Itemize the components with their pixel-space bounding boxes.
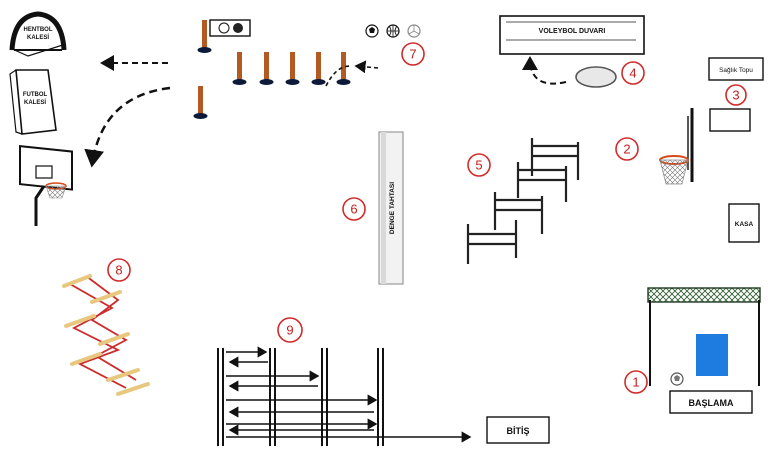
svg-text:6: 6 xyxy=(350,202,357,217)
football-label-2: KALESİ xyxy=(24,99,46,106)
cone-icon xyxy=(259,52,274,85)
hoop-icon xyxy=(19,144,73,226)
basketball-icon xyxy=(233,23,243,33)
football-goal: FUTBOL KALESİ xyxy=(9,69,57,135)
hurdle-icon xyxy=(516,162,568,202)
station-number-1: 1 xyxy=(624,370,648,394)
station-number-4: 4 xyxy=(621,61,645,85)
station-number-7: 7 xyxy=(401,42,425,66)
cone-slalom xyxy=(193,20,379,119)
start-box: BAŞLAMA xyxy=(669,390,753,414)
football-label-1: FUTBOL xyxy=(23,92,48,98)
svg-text:9: 9 xyxy=(286,323,293,338)
vault-label: KASA xyxy=(735,221,754,228)
balance-beam: DENGE TAHTASI xyxy=(378,131,404,285)
station-number-6: 6 xyxy=(342,197,366,221)
volleyball-wall-label: VOLEYBOL DUVARI xyxy=(539,28,606,35)
start-mat xyxy=(696,334,728,376)
target-mat xyxy=(575,66,617,88)
path-arrow-curve xyxy=(84,86,171,168)
handball-label-2: KALESİ xyxy=(27,34,49,41)
start-goal-net xyxy=(647,287,761,386)
cone-icon xyxy=(197,20,212,53)
station-number-9: 9 xyxy=(277,317,303,343)
finish-label: BİTİŞ xyxy=(506,426,529,436)
vault-box: KASA xyxy=(728,203,760,243)
hurdles xyxy=(466,138,580,264)
path-arrow-wall xyxy=(522,56,567,85)
finish-box: BİTİŞ xyxy=(486,416,550,444)
cone-icon xyxy=(336,52,351,85)
soccer-ball-icon xyxy=(670,372,684,386)
start-label: BAŞLAMA xyxy=(689,398,734,408)
svg-text:4: 4 xyxy=(629,66,636,81)
medicine-ball-label: Sağlık Topu xyxy=(719,67,753,74)
hurdle-icon xyxy=(466,220,518,264)
sprint-lanes xyxy=(217,346,472,446)
soccer-ball-icon xyxy=(218,22,230,34)
balance-beam-label: DENGE TAHTASI xyxy=(389,182,396,234)
station-number-8: 8 xyxy=(107,258,131,282)
handball-label-1: HENTBOL xyxy=(24,27,53,33)
station-number-3: 3 xyxy=(725,84,747,106)
cone-icon xyxy=(193,86,208,119)
panel-box xyxy=(709,108,751,132)
svg-text:1: 1 xyxy=(632,375,639,390)
balls-group xyxy=(365,24,421,38)
volleyball-wall: VOLEYBOL DUVARI xyxy=(499,15,645,55)
medicine-ball-box: Sağlık Topu xyxy=(708,57,764,81)
station-number-5: 5 xyxy=(467,153,491,177)
hurdle-icon xyxy=(530,138,580,180)
cone-icon xyxy=(311,52,326,85)
basketball-icon xyxy=(386,24,400,38)
svg-text:2: 2 xyxy=(623,142,630,157)
volleyball-icon xyxy=(407,24,421,38)
svg-text:8: 8 xyxy=(115,263,122,278)
agility-ladder-icon xyxy=(62,274,150,396)
svg-text:3: 3 xyxy=(732,88,739,103)
ball-box xyxy=(209,19,251,37)
hurdle-icon xyxy=(493,192,544,234)
svg-text:7: 7 xyxy=(409,47,416,62)
station-number-2: 2 xyxy=(615,137,639,161)
soccer-ball-icon xyxy=(365,24,379,38)
handball-goal: HENTBOL KALESİ xyxy=(9,11,67,57)
svg-text:5: 5 xyxy=(475,158,482,173)
cone-icon xyxy=(232,52,247,85)
hoop-icon xyxy=(659,108,694,185)
cone-icon xyxy=(285,52,300,85)
